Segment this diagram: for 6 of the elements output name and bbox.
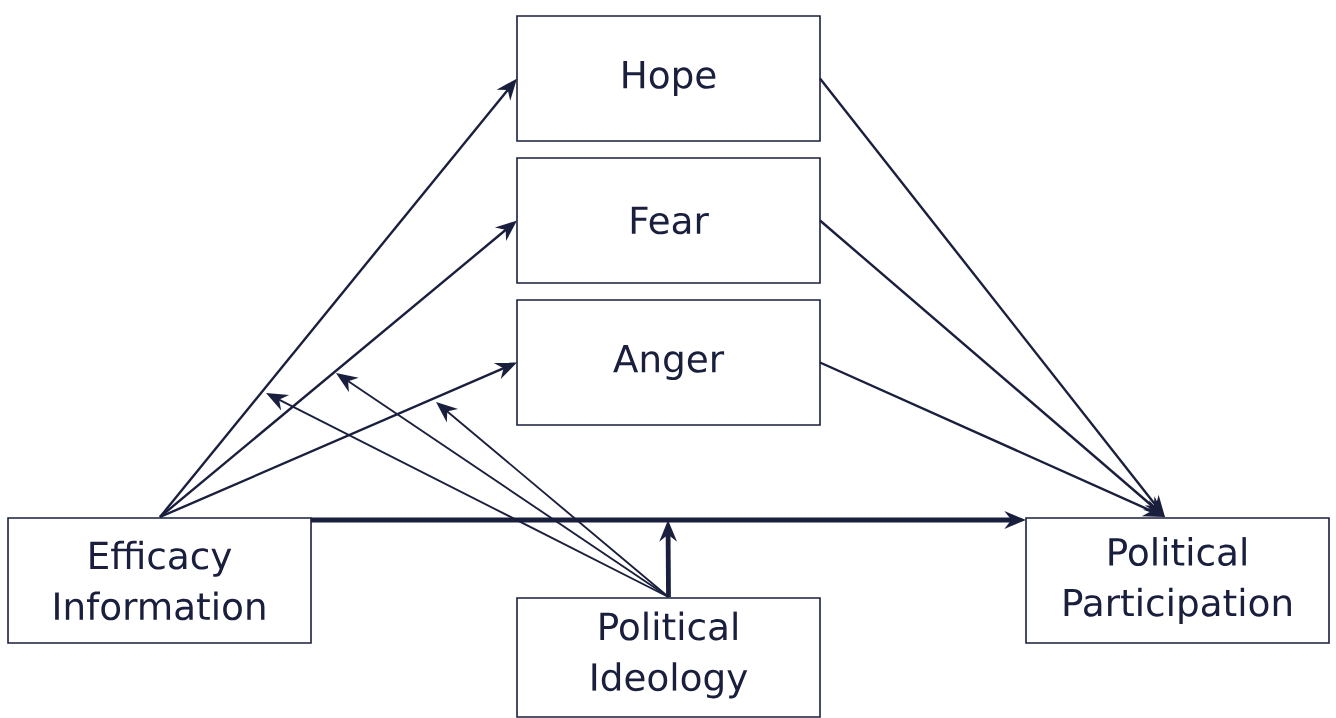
variable-box: Efficacy Information [7,517,312,644]
variable-box: Anger [516,299,821,426]
variable-box: Fear [516,157,821,284]
variable-box: Political Ideology [516,597,821,718]
variable-box: Hope [516,15,821,142]
variable-box: Political Participation [1025,517,1330,644]
